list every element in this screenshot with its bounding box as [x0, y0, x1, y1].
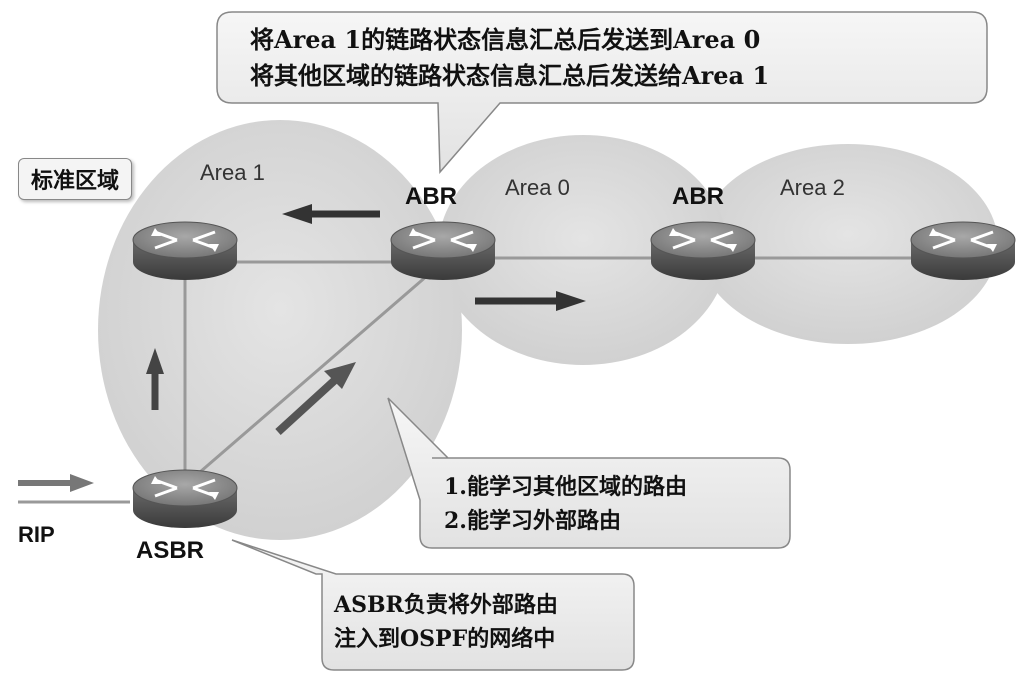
- asbr-label: ASBR: [136, 537, 205, 564]
- callout-mid-line1: 1.能学习其他区域的路由: [444, 474, 687, 500]
- link-abr1-asbr: [184, 260, 444, 487]
- callout-top-line2: 将其他区域的链路状态信息汇总后发送给Area 1: [250, 61, 770, 90]
- area0-label: Area 0: [505, 175, 570, 200]
- abr-right-label: ABR: [672, 183, 724, 210]
- router-abr-area0-area2: [649, 220, 757, 282]
- router-area2: [909, 220, 1017, 282]
- router-area1: [131, 220, 239, 282]
- callout-bottom-text: ASBR负责将外部路由 注入到OSPF的网络中: [334, 588, 558, 656]
- callout-bottom-line2: 注入到OSPF的网络中: [334, 626, 556, 652]
- area0-region: [438, 135, 728, 365]
- area2-label: Area 2: [780, 175, 845, 200]
- callout-mid-bubble: [387, 397, 791, 549]
- callout-bottom-bubble: [231, 539, 635, 671]
- area1-label: Area 1: [200, 160, 265, 185]
- arrow-abr-to-area1: [282, 204, 380, 224]
- rip-label: RIP: [18, 522, 55, 547]
- area2-region: [698, 144, 998, 344]
- router-asbr: [131, 468, 239, 530]
- standard-area-tag: 标准区域: [18, 158, 133, 200]
- callout-mid-text: 1.能学习其他区域的路由 2.能学习外部路由: [444, 470, 687, 538]
- callout-top-text: 将Area 1的链路状态信息汇总后发送到Area 0 将其他区域的链路状态信息汇…: [250, 22, 769, 94]
- arrow-abr-to-area0: [475, 291, 586, 311]
- callout-top-line1: 将Area 1的链路状态信息汇总后发送到Area 0: [250, 25, 761, 54]
- arrow-up-to-r1: [146, 348, 164, 410]
- router-abr-area1-area0: [389, 220, 497, 282]
- callout-bottom-line1: ASBR负责将外部路由: [334, 592, 558, 618]
- flow-arrows: [18, 204, 586, 492]
- arrow-rip-in: [18, 474, 94, 492]
- callout-mid-line2: 2.能学习外部路由: [444, 508, 621, 534]
- callout-top-bubble: [216, 11, 988, 174]
- arrow-diag-to-abr: [275, 362, 356, 435]
- abr-left-label: ABR: [405, 183, 457, 210]
